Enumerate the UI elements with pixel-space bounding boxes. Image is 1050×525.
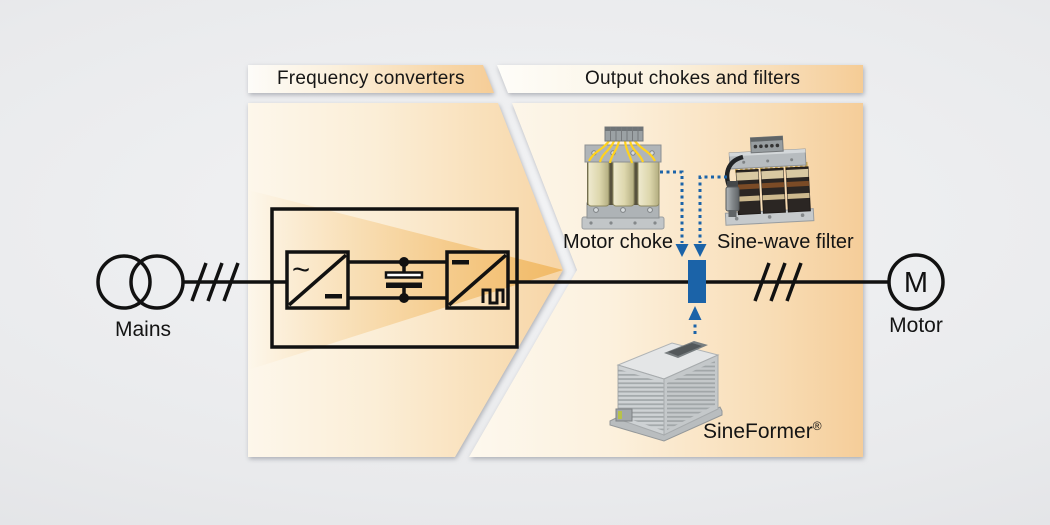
capacitor-plate-bottom (386, 282, 422, 288)
rectifier-block (285, 250, 350, 310)
three-phase-slashes-left (190, 262, 240, 302)
sine-wave-filter-image (724, 135, 815, 226)
arrowhead-motor-choke (675, 244, 689, 257)
rectifier-ac-symbol: ~ (292, 252, 310, 287)
filter-insertion-node (688, 260, 706, 303)
square-wave-symbol (481, 288, 505, 305)
arrowhead-sine-wave-filter (693, 244, 707, 257)
motor-symbol-letter: M (904, 267, 928, 299)
arrow-line-sine-wave-filter (698, 175, 727, 243)
frequency-converter-box (270, 207, 519, 349)
sineformer-label: SineFormer® (703, 419, 822, 443)
motor-choke-label: Motor choke (562, 231, 673, 253)
mains-label: Mains (114, 318, 172, 341)
registered-trademark-symbol: ® (812, 419, 822, 433)
sineformer-image (609, 341, 723, 442)
mains-transformer-icon (96, 254, 185, 310)
inverter-dc-symbol (452, 260, 469, 265)
arrowhead-sineformer (688, 306, 702, 320)
motor-icon (887, 253, 945, 311)
capacitor-plate-top (384, 271, 424, 279)
motor-choke-image (581, 126, 665, 230)
arrow-line-motor-choke (660, 170, 684, 243)
sine-wave-filter-label: Sine-wave filter (717, 231, 854, 253)
rectifier-dc-symbol (325, 294, 342, 299)
inverter-block (445, 250, 510, 310)
three-phase-slashes-right (753, 262, 803, 302)
motor-label: Motor (889, 314, 943, 337)
